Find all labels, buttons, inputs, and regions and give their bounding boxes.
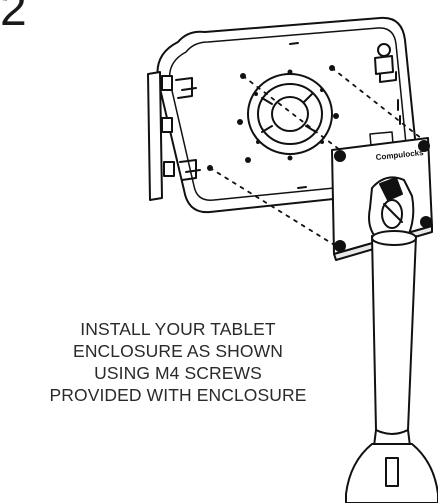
instruction-line: ENCLOSURE AS SHOWN: [73, 341, 283, 361]
left-latch-clips: [147, 71, 201, 201]
lock-key-icon: [374, 43, 397, 83]
instruction-line: INSTALL YOUR TABLET: [80, 319, 276, 339]
swivel-head: [368, 176, 415, 241]
vesa-mount-ring: [247, 73, 333, 155]
stand-base: [345, 443, 438, 503]
stand-pole: [371, 230, 417, 489]
instruction-line: PROVIDED WITH ENCLOSURE: [49, 385, 307, 405]
step-number: 2: [0, 0, 27, 36]
instruction-caption: INSTALL YOUR TABLET ENCLOSURE AS SHOWN U…: [0, 318, 356, 406]
instruction-line: USING M4 SCREWS: [94, 363, 262, 383]
